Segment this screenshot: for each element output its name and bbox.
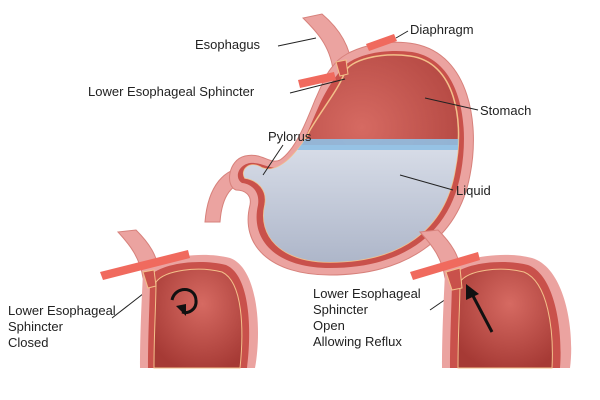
closed-sphincter-illustration: [100, 229, 259, 369]
straight-arrow-icon: [470, 293, 494, 333]
curved-arrow-icon: [170, 288, 198, 314]
closed-caption-line: Closed: [8, 335, 49, 350]
open-caption-line: Lower Esophageal: [313, 286, 421, 301]
closed-caption: Lower Esophageal Sphincter Closed: [8, 303, 116, 351]
esophagus-lumen: [335, 59, 349, 77]
label-stomach: Stomach: [480, 103, 532, 118]
label-esophagus: Esophagus: [195, 37, 261, 52]
label-pylorus: Pylorus: [268, 129, 312, 144]
open-caption-line: Sphincter: [313, 302, 368, 317]
main-stomach: [204, 13, 474, 276]
label-diaphragm: Diaphragm: [410, 22, 474, 37]
open-caption-line: Allowing Reflux: [313, 334, 402, 349]
open-caption-line: Open: [313, 318, 345, 333]
diaphragm-right: [366, 34, 397, 51]
label-les: Lower Esophageal Sphincter: [88, 84, 255, 99]
closed-caption-line: Lower Esophageal: [8, 303, 116, 318]
closed-caption-line: Sphincter: [8, 319, 63, 334]
label-liquid: Liquid: [456, 183, 491, 198]
open-sphincter-illustration: [410, 229, 572, 369]
diaphragm-left: [298, 72, 336, 88]
open-caption: Lower Esophageal Sphincter Open Allowing…: [313, 286, 421, 350]
liquid-surface: [243, 139, 459, 150]
